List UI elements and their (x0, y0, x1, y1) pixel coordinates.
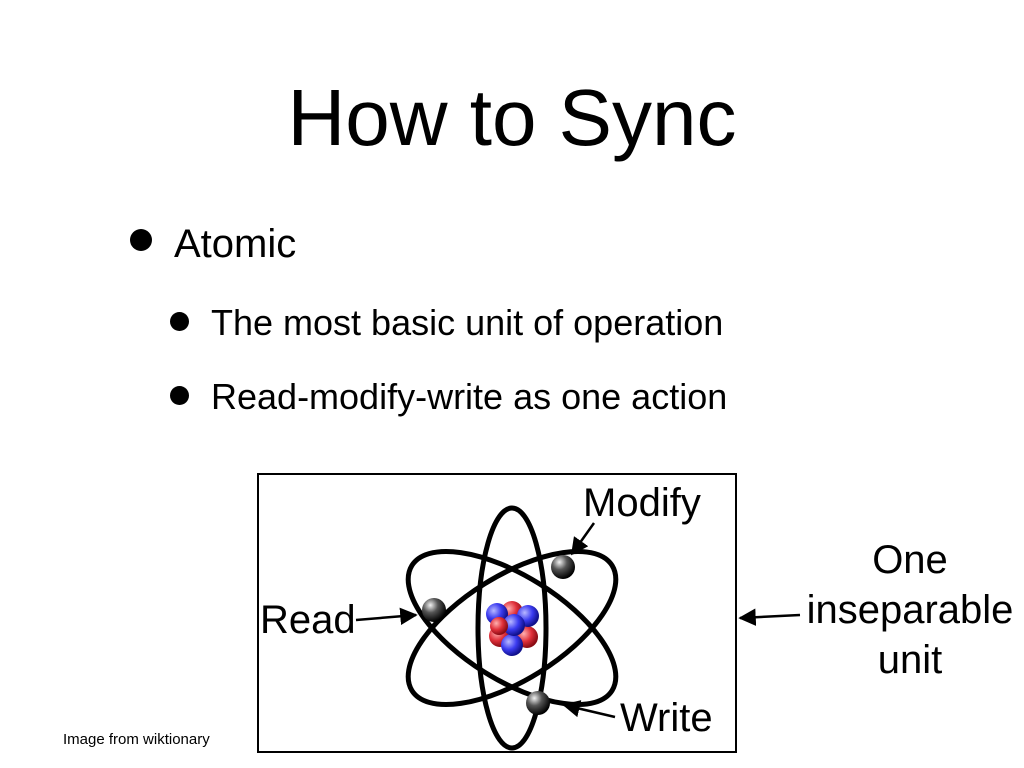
label-modify: Modify (583, 481, 701, 525)
electron-read-icon (422, 598, 446, 622)
orbit-diagonal-b (405, 548, 619, 708)
label-write: Write (620, 696, 713, 740)
label-unit-line: One (872, 538, 948, 582)
bullet-dot-icon (130, 229, 152, 251)
bullet-text: The most basic unit of operation (211, 302, 724, 343)
bullet-basic-unit: The most basic unit of operation (170, 302, 723, 344)
arrow-unit (738, 608, 801, 626)
nucleus-icon (486, 601, 539, 656)
slide-title: How to Sync (287, 73, 737, 162)
image-credit: Image from wiktionary (63, 731, 210, 748)
orbits (405, 505, 619, 751)
arrow-read (355, 607, 418, 626)
arrow-write (562, 700, 616, 719)
orbit-diagonal-a (405, 548, 619, 708)
bullet-dot-icon (170, 386, 189, 405)
bullet-text: Read-modify-write as one action (211, 376, 728, 417)
bullet-atomic: Atomic (130, 222, 296, 267)
electron-modify-icon (551, 555, 575, 579)
label-unit-line: unit (877, 638, 943, 682)
label-unit-line: inseparable (806, 588, 1014, 632)
electron-write-icon (526, 691, 550, 715)
arrow-modify (570, 522, 596, 556)
label-read: Read (260, 598, 356, 642)
orbit-vertical (475, 505, 549, 751)
bullet-dot-icon (170, 312, 189, 331)
label-inseparable-unit: One inseparable unit (800, 535, 1020, 685)
bullet-read-modify-write: Read-modify-write as one action (170, 376, 727, 418)
bullet-text: Atomic (174, 222, 297, 266)
